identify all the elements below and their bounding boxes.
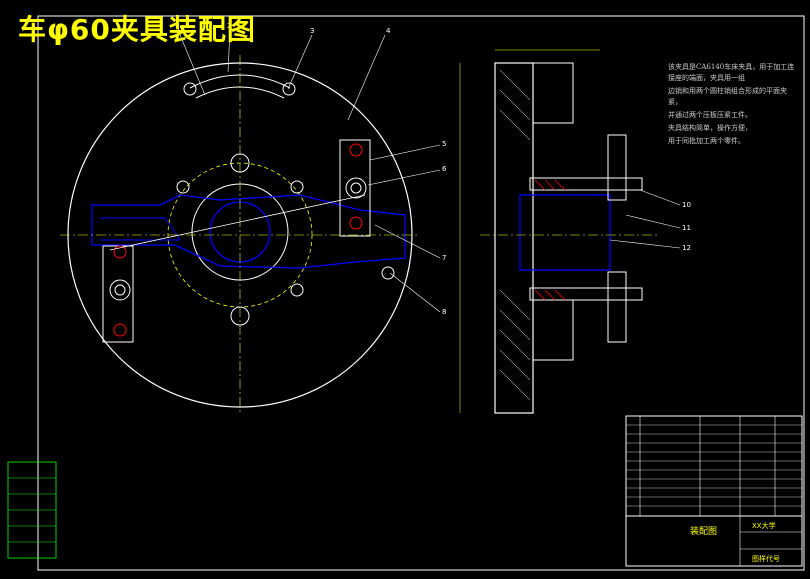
clamp-plate-left [102,245,134,343]
drawing-title: 车φ60夹具装配图 [18,13,256,46]
bolt-4 [381,266,395,280]
pin-right-bottom [349,216,363,230]
pin-left-bottom [113,323,127,337]
clamp-bolt-left [114,284,126,296]
title-block-name: 装配图 [690,525,717,537]
leader-6 [367,169,441,186]
clamp-plate-right [339,139,371,237]
callout-5: 5 [442,140,446,148]
slot-screw-left [183,82,197,96]
stud-bottom [529,287,643,301]
drawing-border [37,15,805,571]
callout-12: 12 [682,244,691,252]
leader-7 [374,224,441,259]
callout-3: 3 [310,27,314,35]
pin-left-top [113,245,127,259]
parts-list-frame [625,415,803,517]
leader-5 [369,144,441,161]
leader-8 [389,272,441,313]
clamp-nut-left [109,279,131,301]
leader-11 [625,214,681,229]
workpiece-outline [91,194,406,269]
slot-screw-right [282,82,296,96]
front-view [60,29,441,415]
title-block-number: 图样代号 [752,554,780,563]
workpiece-step [100,217,181,241]
leader-2 [227,29,231,73]
hub-top-section [532,62,574,124]
callout-8: 8 [442,308,446,316]
clamp-nut-right [345,177,367,199]
note-line-5: 用于同批加工两个零件。 [668,137,745,145]
technical-notes: 该夹具是CA6140车床夹具，用于加工连接座的端面，夹具用一组 边销和用两个圆柱… [668,62,800,149]
note-line-1: 该夹具是CA6140车床夹具，用于加工连接座的端面，夹具用一组 [668,63,795,82]
leader-12 [609,239,681,249]
side-view [459,49,681,414]
note-line-3: 并通过两个压板压紧工件。 [668,111,752,119]
spring-top [534,179,566,191]
leader-3 [287,34,313,90]
parts-rows [626,424,802,507]
callout-7: 7 [442,254,446,262]
clamp-section-top [607,134,627,201]
clamp-axis [109,194,366,251]
callout-11: 11 [682,224,691,232]
stud-top [529,177,643,191]
parts-list: 装配图 XX大学 图样代号 [625,415,803,567]
bolt-2 [290,180,304,194]
callout-6: 6 [442,165,447,173]
callout-1: 1 [176,27,180,35]
spring-bottom [534,289,566,301]
workpiece-section [519,194,611,271]
left-stamp [7,461,57,559]
disk-section [494,62,534,414]
note-line-4: 夹具结构简单，操作方便， [668,124,752,132]
pin-right-top [349,143,363,157]
hub-bottom-section [532,299,574,361]
clamp-bolt-right [350,182,362,194]
callout-4: 4 [386,27,391,35]
leader-4 [347,34,386,121]
bolt-3 [290,283,304,297]
callout-10: 10 [682,201,691,209]
callouts: 1 2 3 4 5 6 7 8 10 11 12 [176,22,691,316]
title-block-frame [625,515,803,567]
clamp-section-bottom [607,271,627,343]
leader-10 [639,189,681,206]
bolt-1 [176,180,190,194]
disk-hatch [499,69,531,401]
note-line-2: 边销和用两个圆柱销组合形成的平面夹紧， [668,87,787,106]
leader-1 [179,34,206,96]
callout-2: 2 [227,22,231,30]
title-block-school: XX大学 [752,521,776,530]
